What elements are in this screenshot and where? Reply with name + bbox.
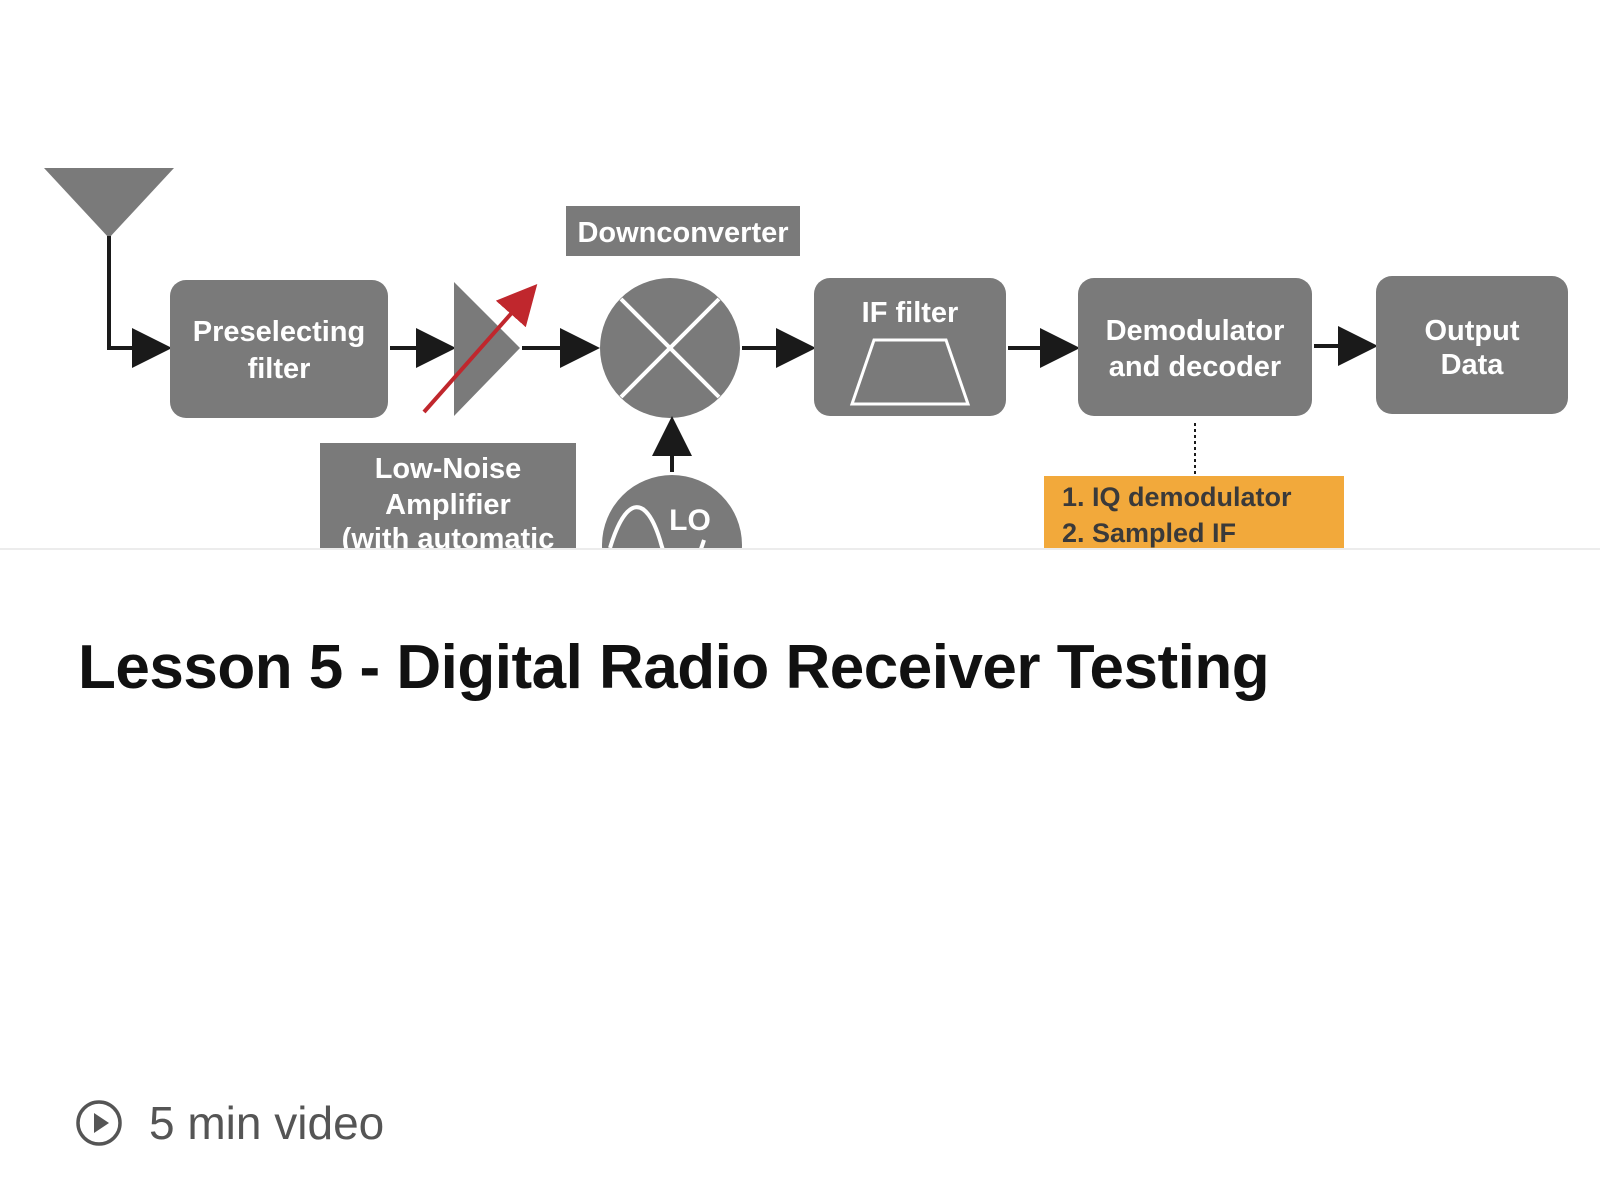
antenna-icon	[44, 168, 174, 238]
demodulator-line-1: Demodulator	[1106, 315, 1285, 347]
demod-option-2: 2. Sampled IF	[1062, 518, 1236, 548]
downconverter-label-box: Downconverter	[566, 206, 800, 256]
mixer-icon	[600, 278, 740, 418]
demodulator-line-2: and decoder	[1109, 351, 1281, 383]
lna-line-3: (with automatic	[342, 523, 555, 548]
demodulator-block: Demodulator and decoder	[1078, 278, 1312, 416]
lesson-duration: 5 min video	[149, 1097, 385, 1149]
output-line-1: Output	[1424, 315, 1519, 347]
lesson-meta: 5 min video	[75, 1096, 384, 1150]
if-filter-label: IF filter	[862, 297, 959, 329]
preselecting-filter-block: Preselecting filter	[170, 280, 388, 418]
demod-option-1: 1. IQ demodulator	[1062, 482, 1292, 512]
wire-antenna	[107, 236, 172, 368]
output-line-2: Data	[1441, 349, 1505, 381]
output-data-block: Output Data	[1376, 276, 1568, 414]
lna-line-2: Amplifier	[385, 489, 511, 521]
amplifier-icon	[454, 282, 520, 416]
preselecting-line-1: Preselecting	[193, 316, 365, 348]
lesson-thumbnail[interactable]: Preselecting filter Downconverter	[0, 0, 1600, 550]
if-filter-block: IF filter	[814, 278, 1006, 416]
preselecting-line-2: filter	[248, 353, 311, 385]
lna-line-1: Low-Noise	[375, 453, 522, 485]
lo-label: LO	[669, 504, 711, 537]
lesson-title[interactable]: Lesson 5 - Digital Radio Receiver Testin…	[78, 633, 1270, 702]
lna-label-box: Low-Noise Amplifier (with automatic	[320, 443, 576, 548]
downconverter-label: Downconverter	[577, 217, 788, 249]
play-circle-icon	[76, 1100, 122, 1146]
receiver-block-diagram: Preselecting filter Downconverter	[44, 168, 1568, 548]
gain-arrow-icon	[422, 284, 538, 414]
local-oscillator-icon: LO	[602, 475, 742, 548]
demod-options-box: 1. IQ demodulator 2. Sampled IF	[1044, 476, 1344, 548]
